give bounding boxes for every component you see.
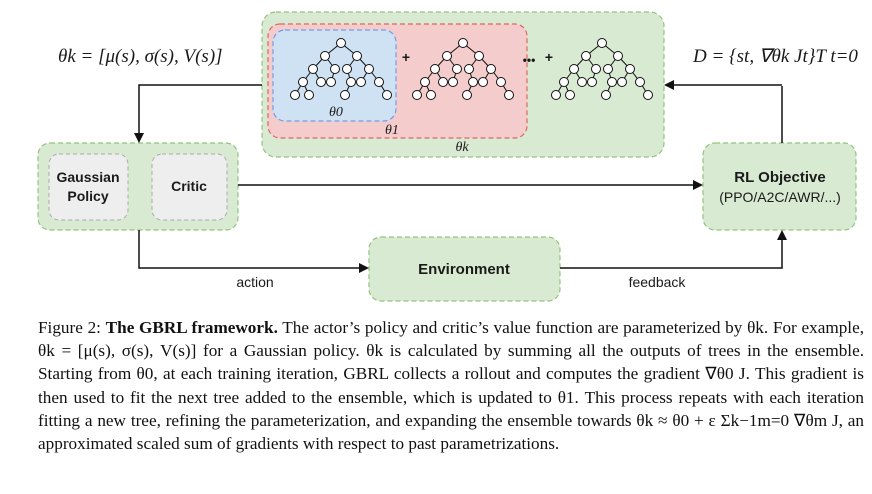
plus-sign-2: + (545, 49, 553, 65)
action-edge-label: action (236, 274, 273, 290)
figure-caption: Figure 2: The GBRL framework. The actor’… (38, 316, 864, 455)
ensemble-theta0-box (272, 29, 397, 122)
gaussian-policy-box (48, 153, 129, 221)
label-thetak: θk (455, 140, 469, 155)
plus-sign-1: + (402, 49, 410, 65)
caption-body: The actor’s policy and critic’s value fu… (38, 318, 865, 454)
gbrl-diagram: + ••• + θ0 θ1 θk θk = [μ(s), σ(s), V(s)]… (37, 11, 858, 302)
gaussian-policy-label-line1: Gaussian (56, 169, 119, 185)
caption-figure-label: Figure 2: (38, 318, 101, 337)
theta-k-definition: θk = [μ(s), σ(s), V(s)] (58, 46, 223, 67)
rl-objective-box (702, 142, 857, 231)
label-theta1: θ1 (385, 123, 399, 138)
dataset-definition: D = {st, ∇θk Jt}T t=0 (692, 46, 858, 67)
critic-box (151, 153, 228, 221)
arrow-action-to-environment (138, 230, 369, 273)
caption-title: The GBRL framework. (105, 318, 278, 337)
critic-label: Critic (171, 178, 207, 194)
arrow-feedback-to-rl-objective (560, 230, 787, 269)
rl-objective-title: RL Objective (734, 169, 825, 186)
feedback-edge-label: feedback (629, 274, 687, 290)
label-theta0: θ0 (329, 105, 343, 120)
ellipsis-dots: ••• (523, 53, 536, 67)
environment-box (368, 236, 561, 302)
gaussian-policy-label-line2: Policy (67, 188, 108, 204)
environment-label: Environment (418, 261, 510, 278)
rl-objective-subtitle: (PPO/A2C/AWR/...) (719, 189, 841, 205)
arrow-ensemble-to-actor-critic (134, 84, 262, 143)
